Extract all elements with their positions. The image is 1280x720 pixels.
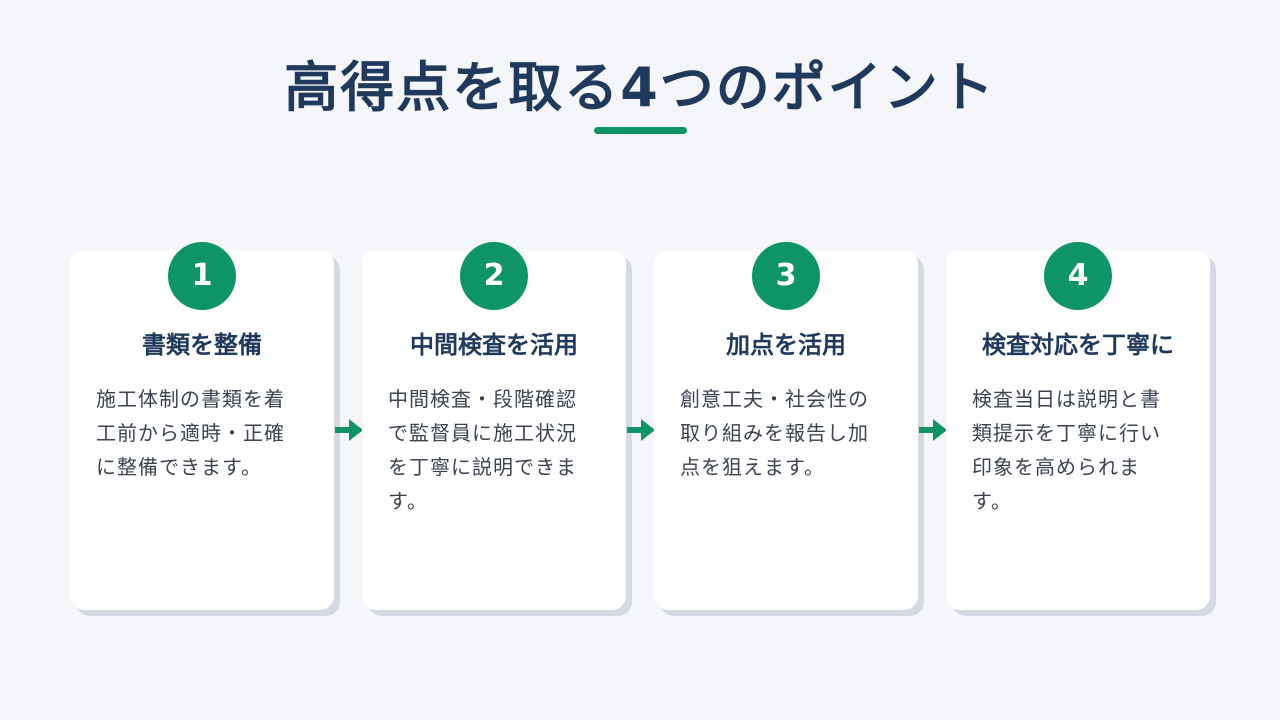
number-badge: 4 bbox=[1044, 242, 1112, 310]
arrow-right-icon bbox=[627, 419, 655, 441]
page-title: 高得点を取る4つのポイント bbox=[284, 56, 996, 119]
point-card-3: 3 加点を活用 創意工夫・社会性の取り組みを報告し加点を狙えます。 bbox=[654, 242, 918, 610]
card-title: 中間検査を活用 bbox=[410, 331, 578, 359]
point-card-4: 4 検査対応を丁寧に 検査当日は説明と書類提示を丁寧に行い印象を高められます。 bbox=[946, 242, 1210, 610]
card-description: 創意工夫・社会性の取り組みを報告し加点を狙えます。 bbox=[680, 387, 869, 479]
number-badge: 1 bbox=[168, 242, 236, 310]
card-description: 施工体制の書類を着工前から適時・正確に整備できます。 bbox=[96, 387, 285, 479]
card-title: 検査対応を丁寧に bbox=[982, 331, 1174, 359]
title-underline bbox=[594, 127, 687, 134]
card-description: 検査当日は説明と書類提示を丁寧に行い印象を高められます。 bbox=[972, 387, 1161, 513]
arrow-right-icon bbox=[335, 419, 363, 441]
point-card-2: 2 中間検査を活用 中間検査・段階確認で監督員に施工状況を丁寧に説明できます。 bbox=[362, 242, 626, 610]
number-badge: 2 bbox=[460, 242, 528, 310]
card-description: 中間検査・段階確認で監督員に施工状況を丁寧に説明できます。 bbox=[388, 387, 577, 513]
card-title: 書類を整備 bbox=[142, 331, 262, 359]
card-title: 加点を活用 bbox=[726, 331, 846, 359]
arrow-right-icon bbox=[919, 419, 947, 441]
point-card-1: 1 書類を整備 施工体制の書類を着工前から適時・正確に整備できます。 bbox=[70, 242, 334, 610]
number-badge: 3 bbox=[752, 242, 820, 310]
